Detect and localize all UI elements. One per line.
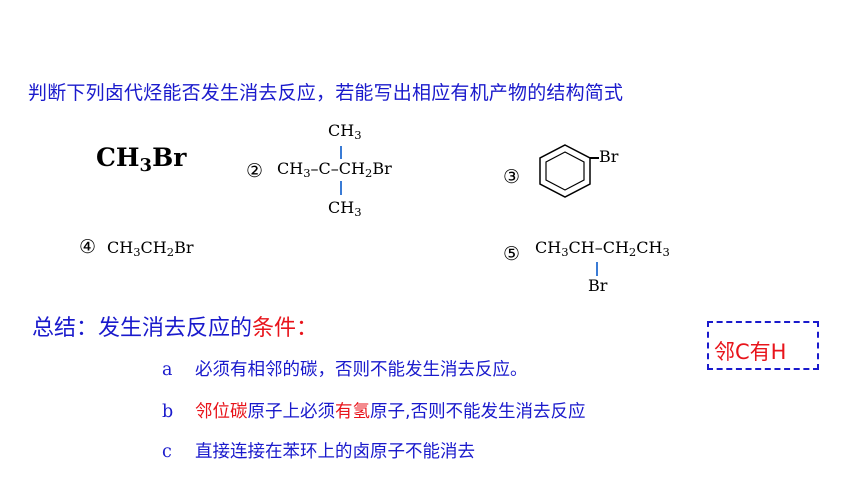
benzene-ring [539,144,591,198]
rule-c-letter: c [162,442,172,462]
compound-5-label: ⑤ [503,243,521,265]
c4-br: Br [174,238,194,257]
rule-c: c 直接连接在苯环上的卤原子不能消去 [162,438,475,463]
c2-bottom-sub: 3 [354,205,362,220]
c3-br: Br [599,147,619,166]
rule-b: b 邻位碳原子上必须有氢原子,否则不能发生消去反应 [162,398,586,423]
c2-top-sub: 3 [354,128,362,143]
rule-b-letter: b [162,402,174,422]
c4-ch2: CH [140,238,167,257]
c5-ch: CH [535,238,562,257]
c5-ch-ch: CH–CH [568,238,629,257]
note-box [707,321,819,370]
c5-sub3: 3 [662,245,670,260]
rule-a: a 必须有相邻的碳，否则不能发生消去反应。 [162,356,528,381]
rule-b-mid: 原子上必须 [247,402,336,422]
rule-b-red2: 有氢 [335,402,370,422]
note-text: 邻C有H [714,340,787,364]
c5-sub2: 2 [628,245,637,260]
rule-b-red1: 邻位碳 [195,402,248,422]
c2-right-br: Br [372,159,392,178]
c1-br: Br [152,143,187,172]
c2-bond-top [340,146,342,159]
c2-main-chain: CH3–C–CH2Br [277,159,392,181]
compound-2-label: ② [246,160,264,182]
c2-left-ch: CH [277,159,304,178]
c2-top-methyl: CH3 [328,121,362,143]
c2-center-c: –C– [310,159,339,178]
c2-top-ch: CH [328,121,355,140]
c4-sub1: 3 [133,245,141,260]
compound-3-label: ③ [503,166,521,188]
c5-bond-bottom [596,262,598,276]
rule-a-letter: a [162,360,173,380]
c2-left-sub: 3 [303,166,311,181]
c1-sub: 3 [139,155,153,177]
c2-bottom-ch: CH [328,198,355,217]
summary-title: 总结：发生消去反应的条件： [32,310,318,342]
c3-bond [590,157,599,159]
summary-title-prefix: 总结：发生消去反应的 [32,316,253,341]
summary-title-highlight: 条件： [252,316,319,341]
c2-right-sub: 2 [364,166,373,181]
rule-a-text: 必须有相邻的碳，否则不能发生消去反应。 [195,360,528,380]
c5-sub1: 3 [561,245,569,260]
compound-4-label: ④ [79,236,97,258]
c2-bottom-methyl: CH3 [328,198,362,220]
c4-ch: CH [107,238,134,257]
compound-5-formula: CH3CH–CH2CH3 [535,238,670,260]
compound-4-formula: CH3CH2Br [107,238,194,260]
compound-ch3br: CH3Br [96,143,187,175]
rule-c-text: 直接连接在苯环上的卤原子不能消去 [195,442,475,462]
rule-b-rest: 原子,否则不能发生消去反应 [370,402,586,422]
c1-ch: CH [96,143,140,172]
c2-right-ch: CH [338,159,365,178]
c5-bottom-br: Br [588,276,608,295]
c4-sub2: 2 [166,245,175,260]
question-text: 判断下列卤代烃能否发生消去反应，若能写出相应有机产物的结构简式 [28,82,624,104]
c5-ch3: CH [636,238,663,257]
c2-bond-bottom [340,181,342,195]
